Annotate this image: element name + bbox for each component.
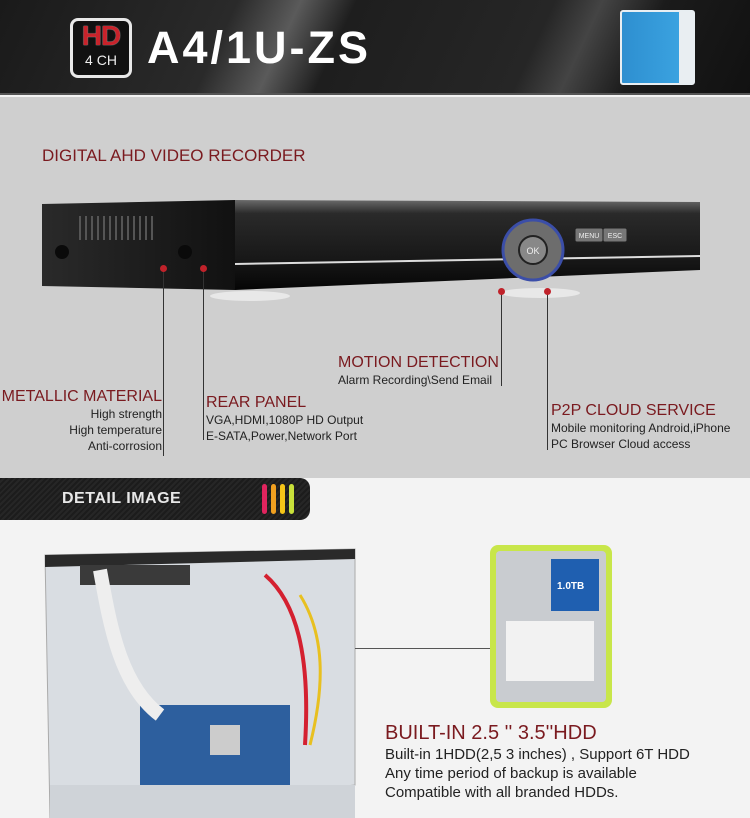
feature-line: VGA,HDMI,1080P HD Output <box>206 413 364 427</box>
product-subtitle: DIGITAL AHD VIDEO RECORDER <box>42 146 306 165</box>
hdd-info-label <box>506 621 594 681</box>
hdd-line: Built-in 1HDD(2,5 3 inches) , Support 6T… <box>385 746 690 763</box>
feature-motion-detection: MOTION DETECTION Alarm Recording\Send Em… <box>338 354 499 388</box>
open-dvr-image <box>44 548 356 818</box>
callout-line-rear <box>203 268 204 440</box>
callout-line-metallic <box>163 268 164 456</box>
feature-line: PC Browser Cloud access <box>551 437 691 451</box>
hdd-line: Compatible with all branded HDDs. <box>385 784 619 801</box>
feature-title: MOTION DETECTION <box>338 354 499 371</box>
callout-dot <box>544 288 551 295</box>
feature-rear-panel: REAR PANEL VGA,HDMI,1080P HD Output E-SA… <box>206 394 363 444</box>
menu-label: MENU <box>579 233 600 240</box>
feature-p2p-cloud: P2P CLOUD SERVICE Mobile monitoring Andr… <box>551 402 730 452</box>
feature-metallic-material: METALLIC MATERIAL High strength High tem… <box>2 388 162 454</box>
hdd-description: BUILT-IN 2.5 '' 3.5''HDD Built-in 1HDD(2… <box>385 722 690 802</box>
feature-title: REAR PANEL <box>206 394 307 411</box>
hdd-title: BUILT-IN 2.5 '' 3.5''HDD <box>385 722 597 744</box>
ok-label: OK <box>526 246 539 256</box>
hdd-label-sticker: 1.0TB <box>551 559 599 611</box>
feature-title: METALLIC MATERIAL <box>1 388 162 405</box>
esc-button <box>602 227 628 243</box>
stripe-decoration <box>271 484 276 514</box>
product-box-image <box>620 10 695 85</box>
detail-image-banner: DETAIL IMAGE <box>0 478 310 520</box>
esc-label: ESC <box>608 233 622 240</box>
dvr-device-image: OK MENU ESC <box>42 200 701 301</box>
feature-line: High strength <box>90 407 162 421</box>
feature-line: Mobile monitoring Android,iPhone <box>551 421 731 435</box>
stripe-decoration <box>262 484 267 514</box>
hdd-image: 1.0TB <box>490 545 612 708</box>
callout-line-motion <box>501 292 502 386</box>
hd-4ch-badge: HD 4 CH <box>70 18 132 78</box>
stripe-decoration <box>280 484 285 514</box>
banner-label: DETAIL IMAGE <box>62 490 182 507</box>
model-title: A4/1U-ZS <box>147 22 372 73</box>
feature-line: High temperature <box>69 423 162 437</box>
callout-line-p2p <box>547 292 548 450</box>
badge-hd: HD <box>81 20 121 51</box>
hdd-capacity: 1.0TB <box>557 581 585 592</box>
feature-line: Anti-corrosion <box>87 439 162 453</box>
feature-line: E-SATA,Power,Network Port <box>206 429 357 443</box>
callout-dot <box>160 265 167 272</box>
callout-dot <box>498 288 505 295</box>
callout-dot <box>200 265 207 272</box>
ok-button <box>518 235 548 265</box>
badge-channels: 4 CH <box>85 52 117 68</box>
feature-line: Alarm Recording\Send Email <box>338 373 493 387</box>
stripe-decoration <box>289 484 294 514</box>
hdd-line: Any time period of backup is available <box>385 765 637 782</box>
callout-line-hdd <box>355 648 490 649</box>
feature-title: P2P CLOUD SERVICE <box>551 402 716 419</box>
